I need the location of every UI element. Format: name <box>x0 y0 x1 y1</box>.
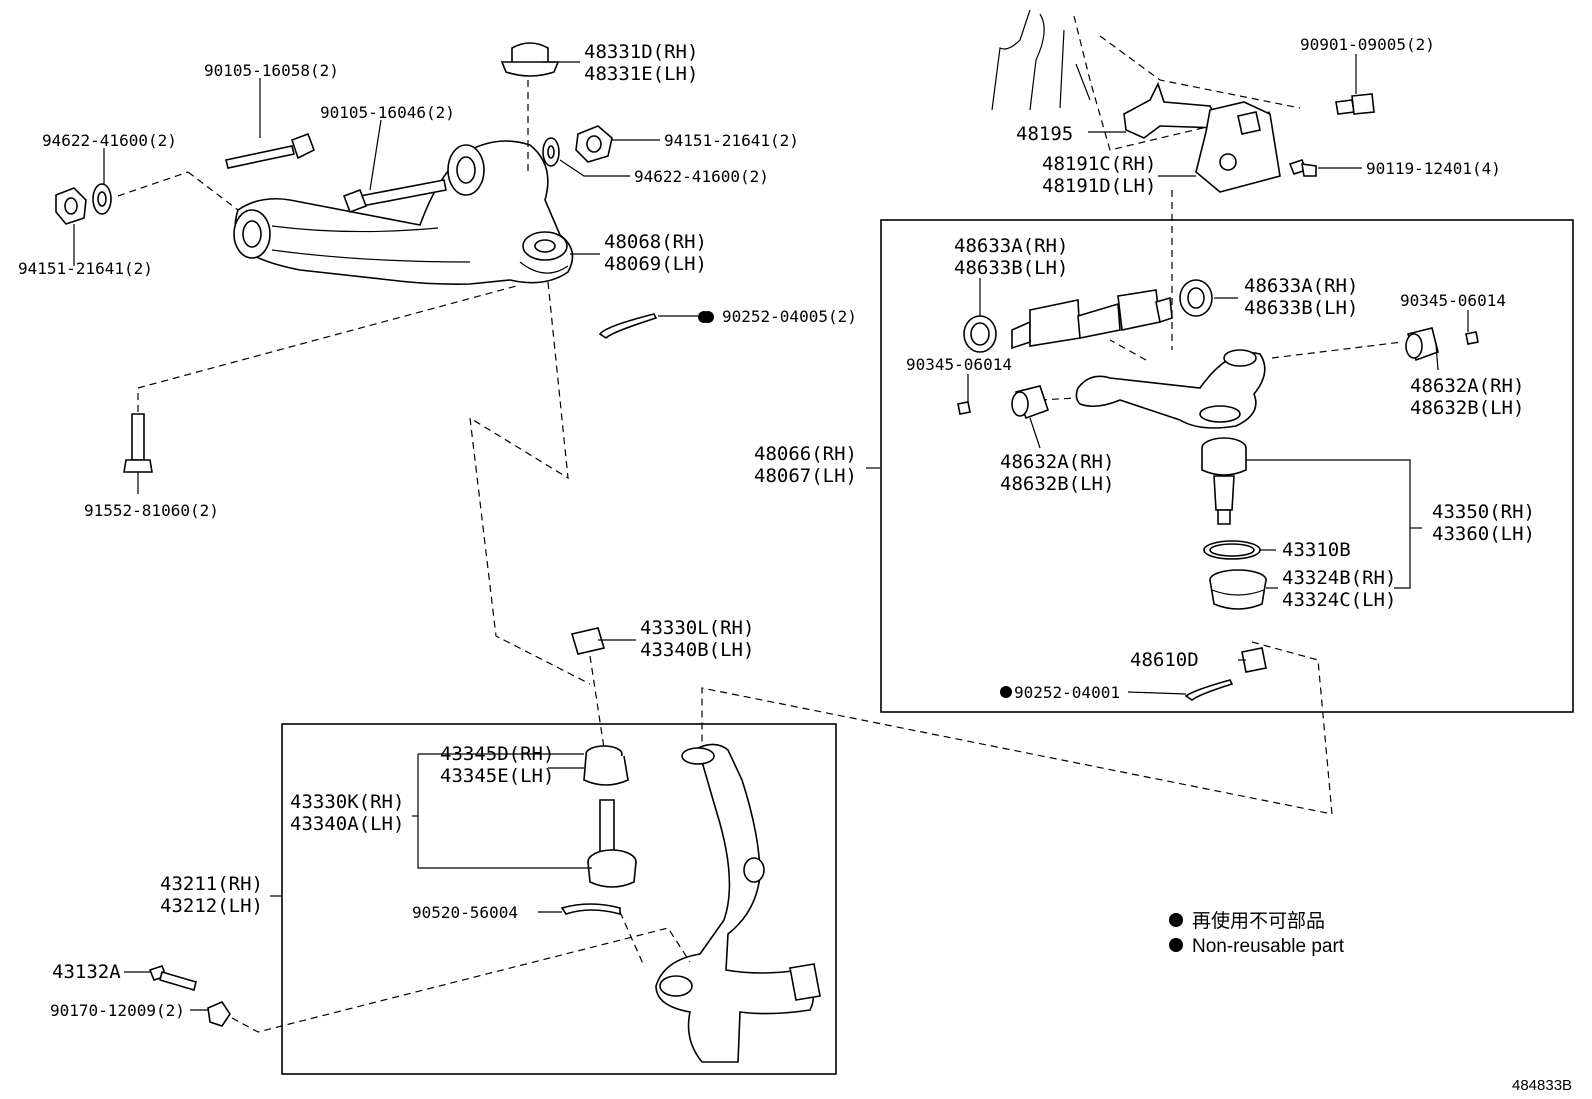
label-90119: 90119-12401(4) <box>1366 159 1501 178</box>
label-43211: 43211(RH) <box>160 873 263 895</box>
upper-arm <box>1075 349 1266 429</box>
washer-94622-right <box>542 137 560 167</box>
label-48191d: 48191D(LH) <box>1042 175 1156 197</box>
label-48632b-left: 48632B(LH) <box>1000 473 1114 495</box>
castle-nut-48610d <box>1241 647 1267 673</box>
cotter-pin-04005 <box>598 311 710 340</box>
label-43132a: 43132A <box>52 961 121 983</box>
steering-knuckle <box>655 743 821 1063</box>
bushing-48633-left <box>963 315 997 353</box>
lower-arm <box>233 140 574 285</box>
label-48633a-left: 48633A(RH) <box>954 235 1068 257</box>
legend-en: Non-reusable part <box>1192 936 1345 957</box>
bolt-90345-left <box>957 401 971 415</box>
body-bracket-sketch <box>991 9 1301 151</box>
legend-ja: 再使用不可部品 <box>1192 910 1325 932</box>
nut-90170 <box>207 1001 231 1027</box>
label-43330l: 43330L(RH) <box>640 617 754 639</box>
upper-ball-joint <box>1201 437 1247 525</box>
label-48610d: 48610D <box>1130 649 1199 671</box>
label-94622-left: 94622-41600(2) <box>42 131 177 150</box>
bolt-90105-16058 <box>225 132 316 169</box>
label-43324c: 43324C(LH) <box>1282 589 1396 611</box>
label-48633b-right: 48633B(LH) <box>1244 297 1358 319</box>
label-90105-16046: 90105-16046(2) <box>320 103 455 122</box>
label-48633a-right: 48633A(RH) <box>1244 275 1358 297</box>
label-48632a-right: 48632A(RH) <box>1410 375 1524 397</box>
lower-ball-joint <box>587 799 637 888</box>
bolt-90901 <box>1335 93 1375 115</box>
label-48633b-left: 48633B(LH) <box>954 257 1068 279</box>
nut-94151-right <box>575 125 613 163</box>
bushing-48633-right <box>1179 279 1213 317</box>
camber-adjuster <box>1011 289 1173 350</box>
label-91552: 91552-81060(2) <box>84 501 219 520</box>
ball-joint-nut-43330l <box>570 627 606 655</box>
label-43345d: 43345D(RH) <box>440 743 554 765</box>
label-48331e: 48331E(LH) <box>584 63 698 85</box>
label-90252-04005: 90252-04005(2) <box>722 307 857 326</box>
bushing-48632-left <box>1011 385 1050 420</box>
cotter-pin-04001 <box>1184 679 1234 701</box>
label-43330k: 43330K(RH) <box>290 791 404 813</box>
label-43350: 43350(RH) <box>1432 501 1535 523</box>
nut-94151-left <box>55 187 87 225</box>
legend: 再使用不可部品 Non-reusable part <box>1169 910 1345 957</box>
legend-dot-en <box>1169 938 1183 952</box>
label-48632a-left: 48632A(RH) <box>1000 451 1114 473</box>
label-94151-left: 94151-21641(2) <box>18 259 153 278</box>
label-48067: 48067(LH) <box>754 465 857 487</box>
label-94622-right: 94622-41600(2) <box>634 167 769 186</box>
bolt-90105-16046 <box>342 179 447 214</box>
label-90170: 90170-12009(2) <box>50 1001 185 1020</box>
label-90520: 90520-56004 <box>412 903 518 922</box>
bolt-91552 <box>123 413 153 473</box>
label-43345e: 43345E(LH) <box>440 765 554 787</box>
label-48069: 48069(LH) <box>604 253 707 275</box>
dust-cover-43345 <box>583 745 629 786</box>
bolt-90345-right <box>1465 331 1479 345</box>
upper-arm-group-box <box>880 219 1574 713</box>
washer-94622-left <box>92 183 112 215</box>
label-94151-right: 94151-21641(2) <box>664 131 799 150</box>
label-43310b: 43310B <box>1282 539 1351 561</box>
bolt-90119 <box>1288 159 1317 177</box>
dust-boot-43324 <box>1209 569 1267 610</box>
label-48331d: 48331D(RH) <box>584 41 698 63</box>
label-90345-left: 90345-06014 <box>906 355 1012 374</box>
label-48068: 48068(RH) <box>604 231 707 253</box>
figure-id: 484833B <box>1512 1077 1572 1094</box>
legend-dot-ja <box>1169 913 1183 927</box>
label-90345-right: 90345-06014 <box>1400 291 1506 310</box>
label-48066: 48066(RH) <box>754 443 857 465</box>
snap-ring-90520 <box>560 903 621 916</box>
label-90901: 90901-09005(2) <box>1300 35 1435 54</box>
label-48191c: 48191C(RH) <box>1042 153 1156 175</box>
label-48632b-right: 48632B(LH) <box>1410 397 1524 419</box>
label-48195: 48195 <box>1016 123 1073 145</box>
bolt-43132a <box>148 965 197 992</box>
bump-stopper <box>500 42 560 77</box>
label-43324b: 43324B(RH) <box>1282 567 1396 589</box>
bushing-48632-right <box>1405 327 1439 362</box>
bracket-48191 <box>1195 101 1281 193</box>
label-43212: 43212(LH) <box>160 895 263 917</box>
label-90252-04001: 90252-04001 <box>1014 683 1120 702</box>
snap-ring-43310b <box>1203 540 1261 560</box>
label-43360: 43360(LH) <box>1432 523 1535 545</box>
knuckle-group-box <box>281 723 837 1075</box>
label-43340b: 43340B(LH) <box>640 639 754 661</box>
label-43340a: 43340A(LH) <box>290 813 404 835</box>
label-90105-16058: 90105-16058(2) <box>204 61 339 80</box>
